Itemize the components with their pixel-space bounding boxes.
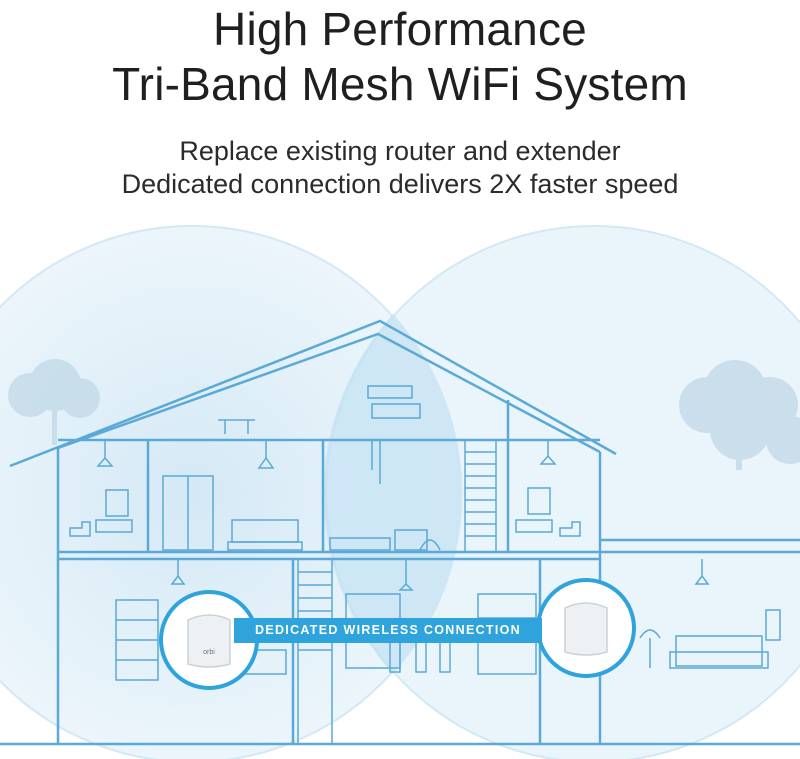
subheadline-line-1: Replace existing router and extender (179, 136, 621, 166)
svg-text:orbi: orbi (203, 649, 215, 656)
coverage-overlap (323, 314, 463, 674)
staircase (297, 440, 497, 744)
house-outline (0, 319, 800, 746)
router-device-left: orbi (159, 590, 259, 690)
subheadline-line-2: Dedicated connection delivers 2X faster … (121, 169, 679, 199)
headline-line-1: High Performance (213, 3, 587, 55)
satellite-device-right (536, 578, 636, 678)
background-trees (8, 359, 800, 470)
dedicated-connection-banner: DEDICATED WIRELESS CONNECTION (234, 618, 542, 643)
furniture (69, 385, 781, 681)
headline-line-2: Tri-Band Mesh WiFi System (112, 58, 688, 110)
mesh-coverage-illustration: orbi (0, 225, 800, 759)
